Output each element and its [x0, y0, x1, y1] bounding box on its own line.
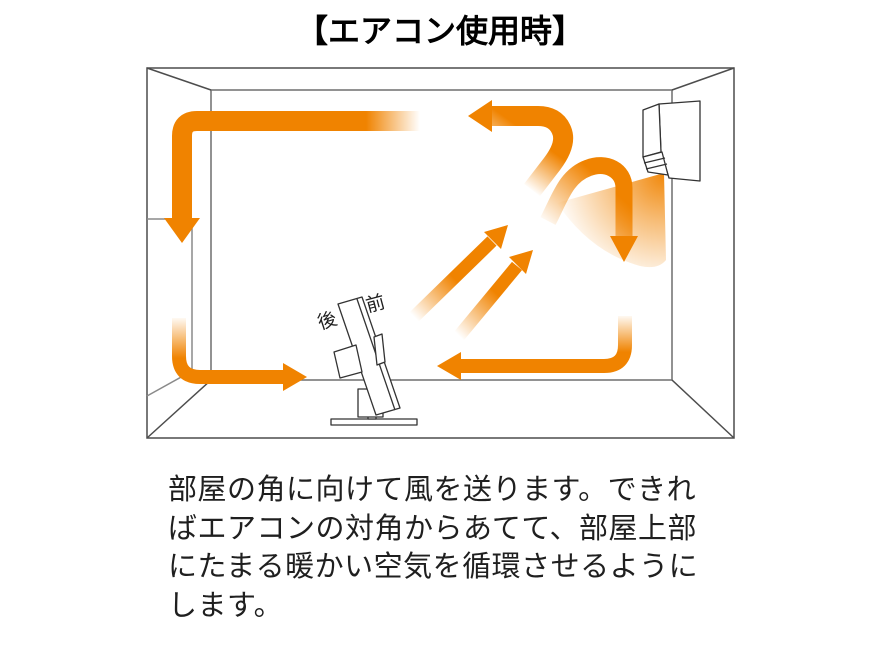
instruction-line: ばエアコンの対角からあてて、部屋上部: [168, 512, 697, 545]
circulator-fan: 後 前: [315, 291, 418, 426]
airflow-arrows: [164, 100, 638, 391]
instruction-line: にたまる暖かい空気を循環させるように: [168, 551, 699, 583]
ac-airflow-cone: [557, 173, 666, 268]
room-corner-top-left: [146, 67, 212, 91]
arrow-head-up-right: [484, 225, 508, 249]
arrow-shaft: [172, 318, 284, 384]
arrow-shaft: [492, 106, 574, 197]
arrow-head-up-right: [509, 250, 533, 274]
room-corner-bottom-left: [146, 379, 212, 439]
arrow-head-left: [468, 100, 492, 132]
arrow-shaft: [461, 316, 632, 373]
arrow-shaft: [453, 261, 523, 341]
air-conditioner: [642, 100, 701, 182]
arrow-shaft: [540, 157, 633, 237]
ac-vent-louvers: [643, 157, 668, 170]
room-corner-top-right: [671, 67, 735, 91]
airflow-arrow-floor-left: [172, 318, 307, 391]
room-corner-bottom-right: [671, 379, 735, 439]
fan-label-back: 後: [315, 308, 340, 335]
airflow-arrow-fan-updraft-2: [453, 250, 533, 341]
room-outline: [146, 67, 735, 439]
fan-motor-housing: [333, 344, 363, 379]
fan-front-tab: [373, 333, 386, 366]
instruction-line: 部屋の角に向けて風を送ります。できれ: [168, 474, 697, 506]
arrow-head-left: [437, 352, 461, 380]
ac-side-panel: [642, 103, 662, 158]
instruction-line: します。: [168, 589, 284, 622]
instruction-text: 部屋の角に向けて風を送ります。できれ ばエアコンの対角からあてて、部屋上部 にた…: [168, 471, 728, 625]
airflow-arrow-ceiling-left: [164, 111, 420, 243]
arrow-head-down: [164, 218, 200, 243]
airflow-arrow-fan-updraft-1: [409, 225, 508, 322]
ac-vent-flap: [642, 151, 669, 176]
fan-base-plate: [330, 418, 418, 426]
airflow-arrow-ac-downdraft: [540, 157, 638, 262]
airflow-arrow-floor-right: [437, 316, 632, 380]
airflow-arrow-ceiling-center: [468, 100, 574, 197]
arrow-shaft: [409, 236, 497, 322]
arrow-shaft: [172, 111, 420, 219]
arrow-head-right: [283, 363, 307, 391]
page-title: 【エアコン使用時】: [295, 13, 584, 49]
fan-body: [337, 296, 401, 416]
arrow-head-down: [610, 236, 638, 262]
